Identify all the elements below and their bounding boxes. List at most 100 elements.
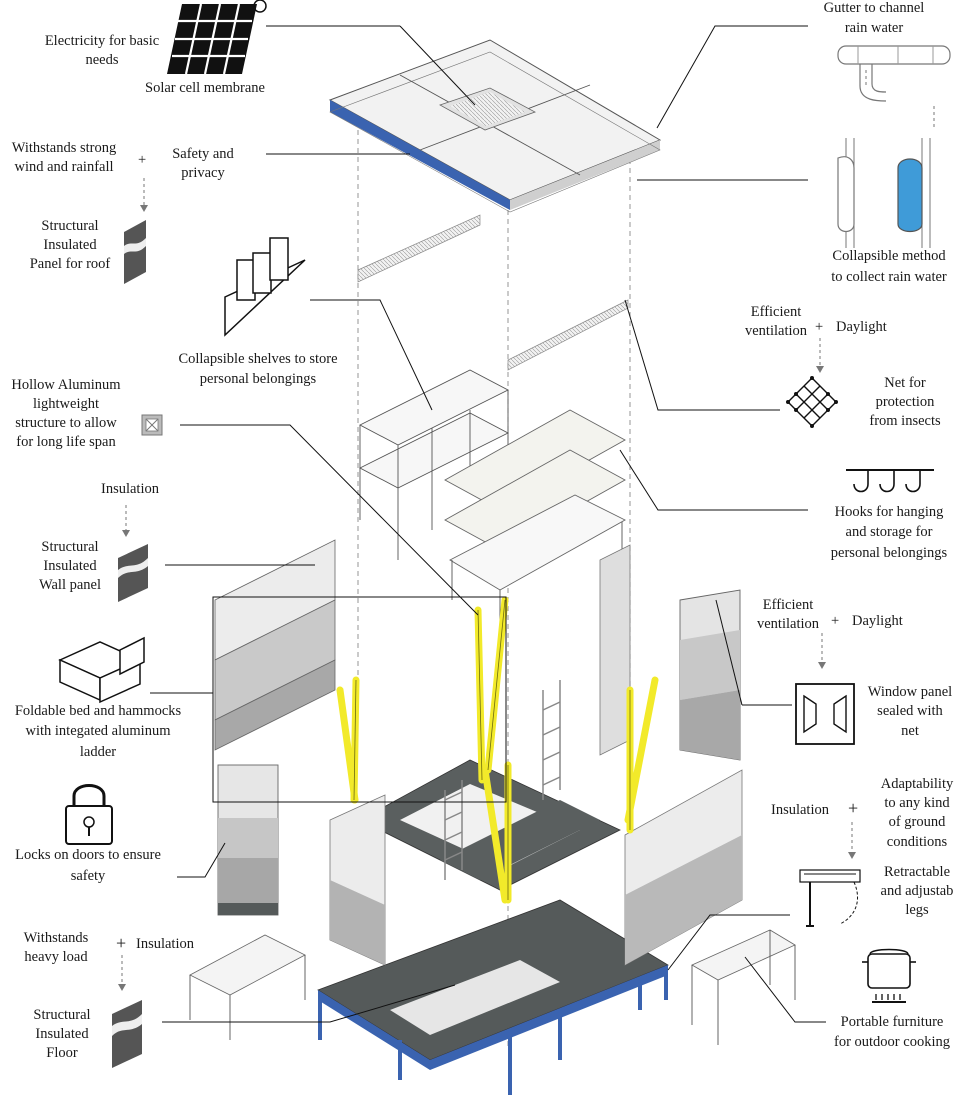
aluminum-line-1: Hollow Aluminum — [11, 377, 121, 393]
sip-roof-line-1: Structural — [41, 218, 98, 234]
net-line-1: Net for — [884, 375, 926, 391]
shelves-line-1: Collapsible shelves to store — [178, 351, 337, 367]
shelves-line-2: personal belongings — [200, 371, 317, 387]
window-line-2: sealed with — [877, 703, 943, 719]
insulation2-text: Insulation — [771, 802, 830, 818]
adapt-line-4: conditions — [887, 834, 948, 850]
aluminum-frame — [336, 596, 659, 904]
label-insulation-1: Insulation — [101, 481, 160, 497]
flow-arrows — [118, 178, 856, 991]
label-ventilation-2: Efficient ventilation + Daylight — [757, 597, 903, 632]
label-ventilation-1: Efficient ventilation + Daylight — [745, 304, 887, 339]
vent2-line-2: ventilation — [757, 616, 820, 632]
plus-sign: + — [848, 798, 858, 818]
label-safety-privacy: Safety and privacy — [172, 146, 234, 181]
collapsible-rain-line-1: Collapsible method — [832, 248, 946, 264]
outdoor-tables — [189, 929, 796, 1045]
bed-line-1: Foldable bed and hammocks — [15, 703, 182, 719]
heavy-line-2: heavy load — [24, 949, 88, 965]
label-adaptability: Adaptability to any kind of ground condi… — [881, 776, 954, 850]
portable-line-1: Portable furniture — [841, 1014, 944, 1030]
sip-floor-line-2: Insulated — [35, 1026, 89, 1042]
safety-line-1: Safety and — [172, 146, 234, 162]
daylight1: Daylight — [836, 319, 887, 335]
gutter-line-1: Gutter to channel — [824, 0, 925, 16]
sip-roof-icon — [124, 220, 146, 284]
right-window-panel — [599, 544, 741, 761]
aluminum-line-4: for long life span — [16, 434, 116, 450]
window-line-3: net — [901, 723, 919, 739]
bed-callout-frame — [212, 596, 507, 803]
sip-wall-line-1: Structural — [41, 539, 98, 555]
padlock-icon — [65, 784, 113, 845]
portable-line-2: for outdoor cooking — [834, 1034, 950, 1050]
cooking-pot-icon — [862, 948, 916, 1003]
net-line-2: protection — [876, 394, 936, 410]
label-solar-cell: Solar cell membrane — [145, 80, 265, 96]
label-hooks: Hooks for hanging and storage for person… — [831, 504, 948, 561]
rain-container-icon — [837, 138, 931, 248]
legs-line-3: legs — [905, 902, 929, 918]
leader-lines — [150, 25, 826, 1023]
sip-wall-line-3: Wall panel — [39, 577, 101, 593]
label-insulation-2: Insulation + — [771, 798, 858, 818]
left-wall-panel — [214, 539, 336, 751]
net-line-3: from insects — [869, 413, 941, 429]
label-aluminum: Hollow Aluminum lightweight structure to… — [11, 377, 121, 450]
exploded-assembly — [189, 39, 796, 1095]
bed-line-3: ladder — [80, 744, 116, 760]
label-electricity: Electricity for basic needs — [45, 33, 159, 68]
collapsible-rain-line-2: to collect rain water — [831, 269, 947, 285]
shelf-unit — [359, 369, 509, 560]
aluminum-line-3: structure to allow — [15, 415, 117, 431]
heavy-line-1: Withstands — [24, 930, 89, 946]
insulation3-text: Insulation — [136, 936, 195, 952]
vent2-line-1: Efficient — [763, 597, 813, 613]
sip-wall-line-2: Insulated — [43, 558, 97, 574]
label-collapsible-rain: Collapsible method to collect rain water — [831, 248, 947, 285]
plus-sign: + — [815, 319, 823, 335]
legs-line-1: Retractable — [884, 864, 950, 880]
window-panel-icon — [795, 683, 855, 745]
bed-line-2: with integated aluminum — [26, 723, 172, 739]
gutter-strips — [357, 214, 629, 371]
label-window: Window panel sealed with net — [868, 684, 952, 739]
aluminum-line-2: lightweight — [33, 396, 99, 412]
alignment-lines — [357, 130, 631, 1050]
strong-wind-line-1: Withstands strong — [12, 140, 117, 156]
roof-panel — [328, 39, 662, 213]
hooks-icon — [846, 469, 934, 493]
bed-icon — [58, 636, 145, 704]
label-locks: Locks on doors to ensure safety — [15, 847, 161, 884]
sip-wall-icon — [118, 544, 148, 602]
hooks-line-2: and storage for — [846, 524, 933, 540]
plus-sign: + — [116, 933, 126, 953]
daylight2: Daylight — [852, 613, 903, 629]
label-sip-roof: Structural Insulated Panel for roof — [30, 218, 111, 272]
door-panel — [217, 764, 279, 916]
plus-sign: + — [831, 613, 839, 629]
locks-line-2: safety — [71, 868, 106, 884]
label-net: Net for protection from insects — [869, 375, 941, 429]
plus-sign: + — [138, 152, 146, 168]
label-sip-wall: Structural Insulated Wall panel — [39, 539, 101, 593]
front-walls — [329, 769, 743, 966]
vent1-line-1: Efficient — [751, 304, 801, 320]
hook-shelves — [444, 409, 626, 640]
aluminum-section-icon — [141, 414, 163, 436]
safety-line-2: privacy — [181, 165, 225, 181]
gutter-pipe-icon — [837, 45, 951, 128]
label-bed: Foldable bed and hammocks with integated… — [15, 703, 182, 760]
strong-wind-line-2: wind and rainfall — [14, 159, 113, 175]
label-strong-wind: Withstands strong wind and rainfall + — [12, 140, 146, 175]
adapt-line-1: Adaptability — [881, 776, 954, 792]
sip-floor-icon — [112, 1000, 142, 1068]
hooks-line-1: Hooks for hanging — [835, 504, 944, 520]
locks-line-1: Locks on doors to ensure — [15, 847, 161, 863]
gutter-line-2: rain water — [845, 20, 904, 36]
insect-net-icon — [786, 376, 838, 428]
adapt-line-3: of ground — [889, 814, 947, 830]
label-heavy-load: Withstands heavy load + Insulation — [24, 930, 195, 965]
shelves-icon — [224, 237, 306, 337]
electricity-line-1: Electricity for basic — [45, 33, 159, 49]
